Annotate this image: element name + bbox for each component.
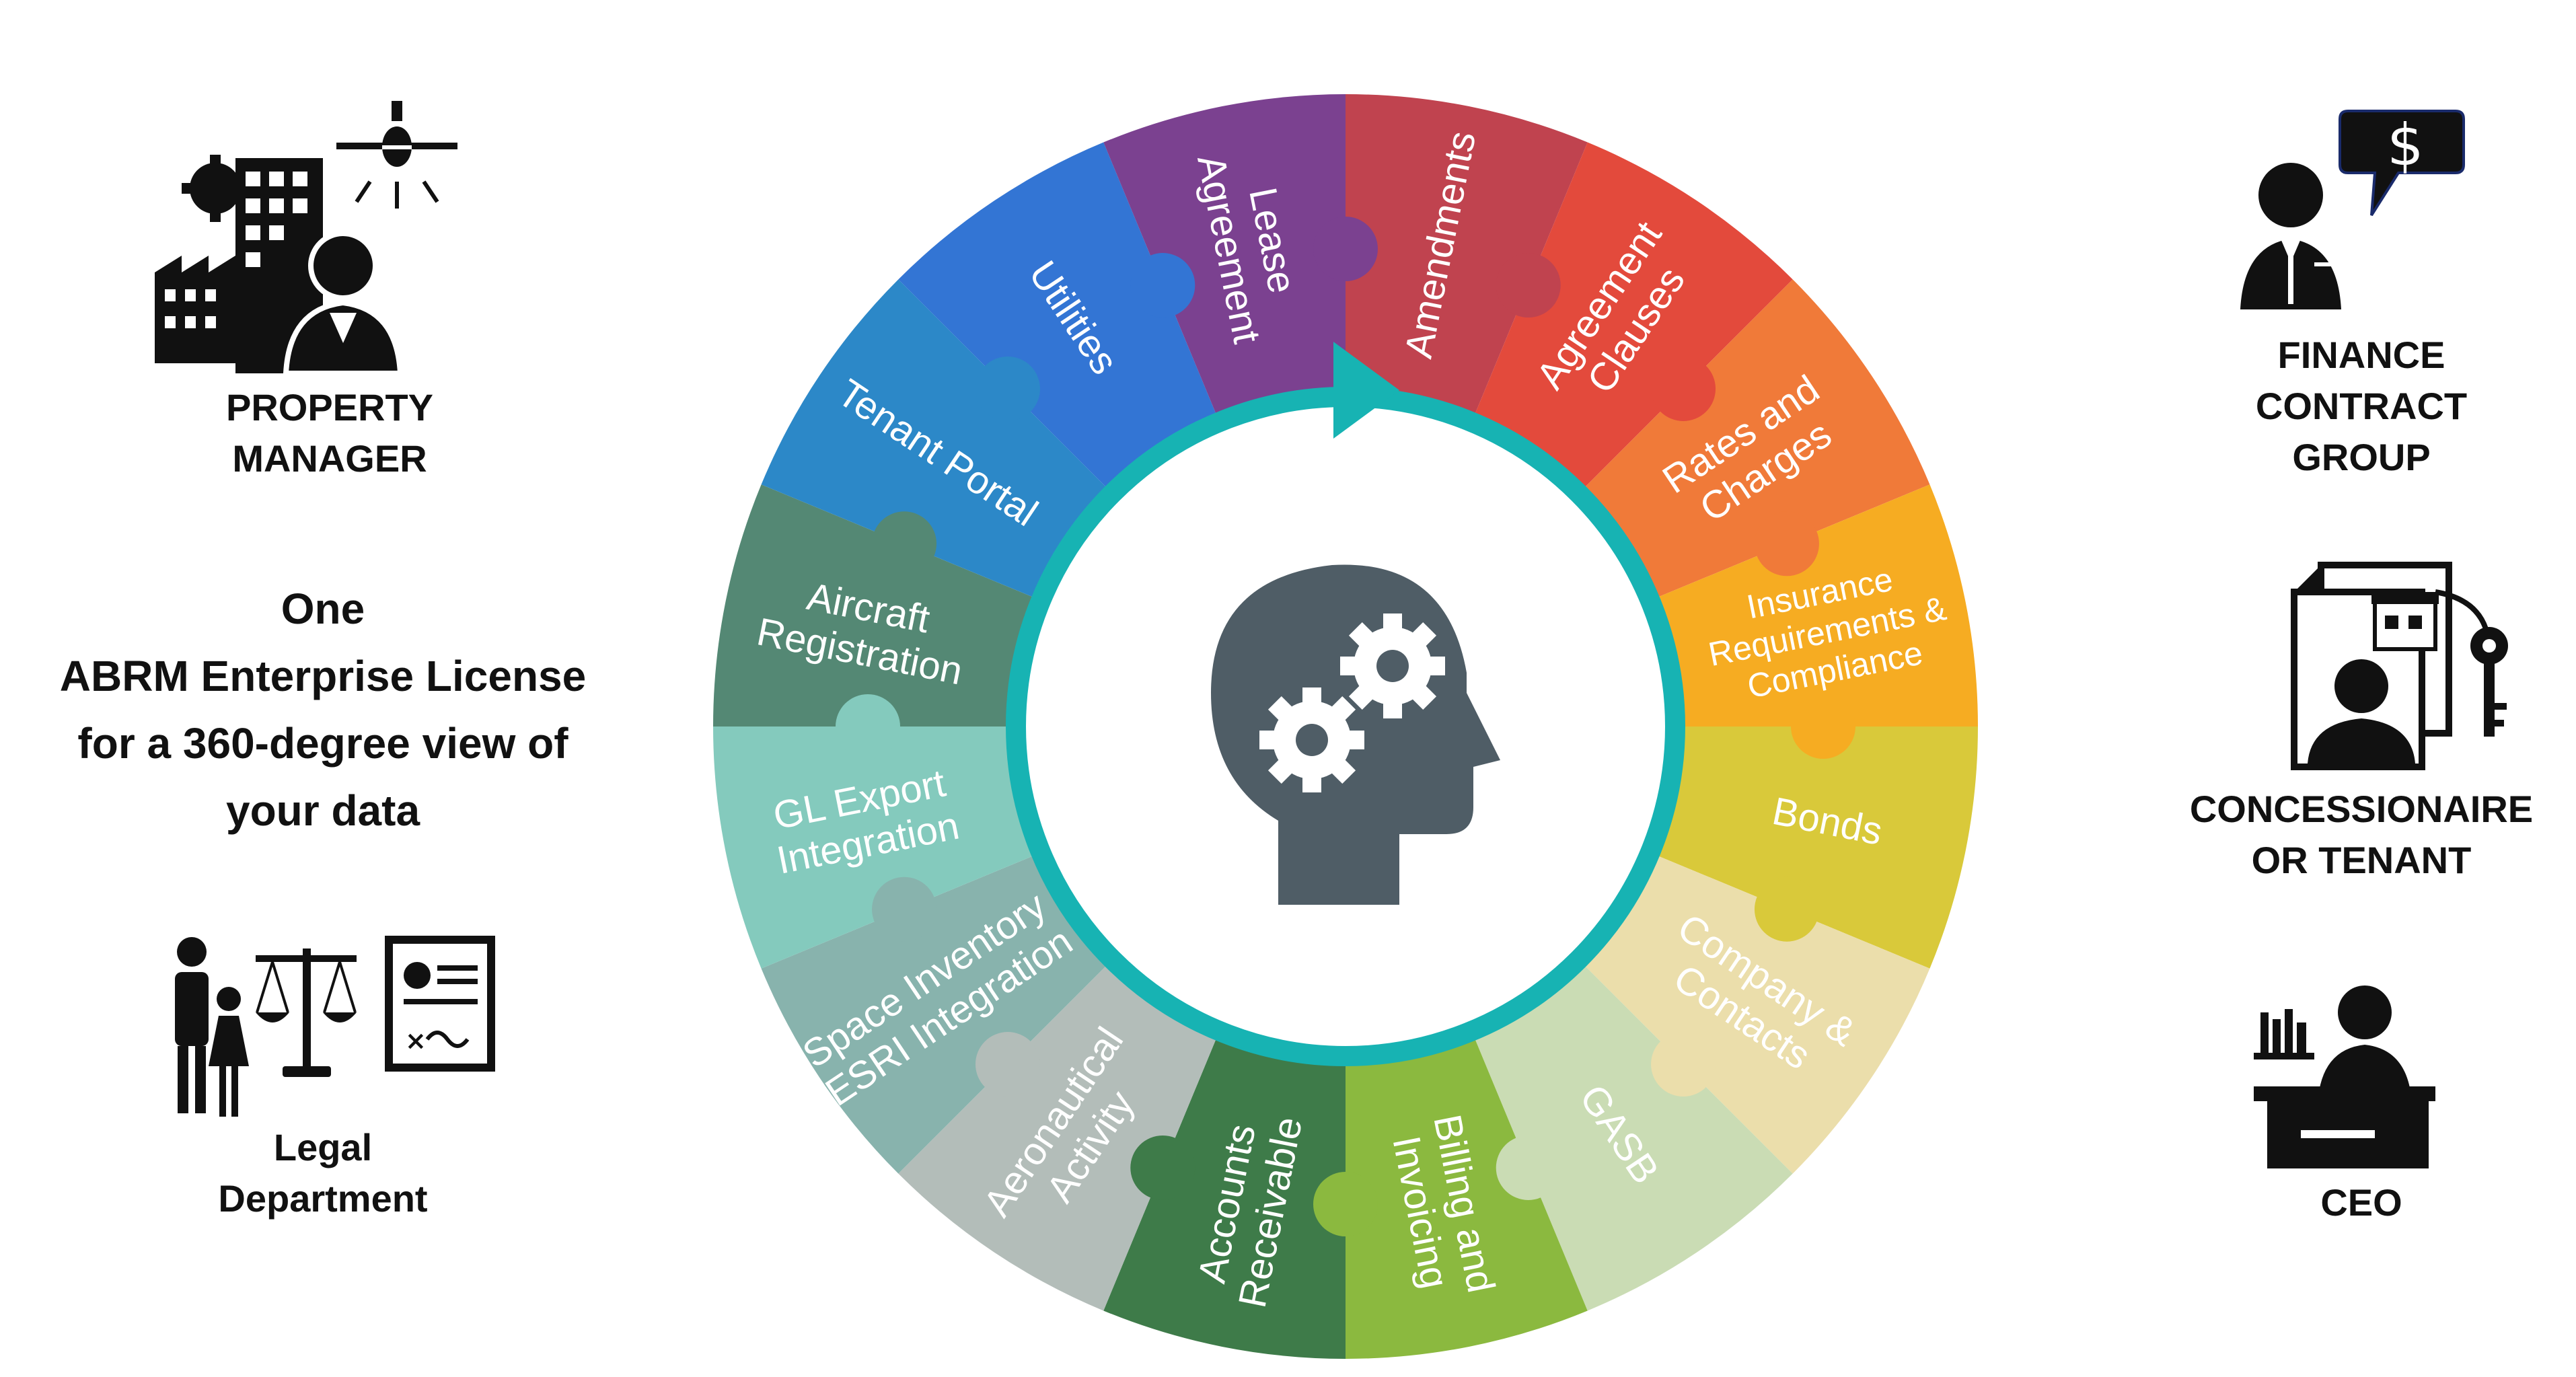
wheel-segment — [1574, 850, 1930, 1174]
puzzle-tab — [1313, 217, 1378, 281]
puzzle-tab — [1651, 1032, 1716, 1097]
brain-gears-head-icon — [1211, 564, 1500, 905]
wheel-segment — [1103, 1025, 1346, 1359]
wheel-segment — [1644, 727, 1978, 969]
legal-department-icon: × — [175, 936, 495, 1117]
wheel-segment — [1103, 94, 1346, 429]
ceo-label: CEO — [2320, 1181, 2402, 1224]
wheel-segment-label: InsuranceRequirements &Compliance — [1698, 551, 1957, 712]
svg-text:$: $ — [2387, 112, 2424, 179]
puzzle-tab — [1496, 253, 1561, 318]
wheel-segment — [761, 850, 1117, 1174]
puzzle-tab — [1754, 511, 1819, 576]
puzzle-tab — [975, 1032, 1040, 1097]
wheel-segment — [1644, 484, 1978, 727]
puzzle-tab — [1651, 356, 1716, 421]
concessionaire-tenant-icon — [2291, 562, 2508, 770]
puzzle-tab — [1130, 253, 1195, 318]
wheel-segment — [713, 484, 1047, 727]
finance-contract-group-icon: $ — [2240, 110, 2465, 309]
headline: One ABRM Enterprise License for a 360-de… — [59, 585, 587, 835]
finance-contract-group-label: FINANCE CONTRACT GROUP — [2255, 334, 2468, 478]
wheel-segment — [1346, 94, 1588, 429]
concessionaire-tenant-label: CONCESSIONAIRE OR TENANT — [2189, 788, 2534, 881]
puzzle-tab — [1130, 1135, 1195, 1200]
ceo-icon — [2254, 985, 2435, 1168]
cycle-arrow — [1333, 342, 1399, 439]
wheel-segment — [898, 142, 1222, 498]
puzzle-tab — [1791, 694, 1855, 759]
puzzle-tab — [872, 511, 937, 576]
property-manager-label: PROPERTY MANAGER — [225, 386, 434, 480]
puzzle-tab — [1313, 1172, 1378, 1236]
puzzle-tab — [975, 356, 1040, 421]
property-manager-icon — [155, 101, 457, 376]
wheel-segment — [1469, 142, 1793, 498]
svg-text:×: × — [405, 1026, 427, 1055]
wheel-segment — [1574, 279, 1930, 603]
wheel-segment — [1469, 955, 1793, 1311]
wheel-segment — [761, 279, 1117, 603]
puzzle-tab — [872, 877, 937, 942]
wheel-segment — [1346, 1025, 1588, 1359]
legal-department-label: Legal Department — [218, 1126, 428, 1220]
puzzle-tab — [836, 694, 900, 759]
puzzle-tab — [1496, 1135, 1561, 1200]
puzzle-tab — [1754, 877, 1819, 942]
wheel-segment — [898, 955, 1222, 1311]
wheel-segment — [713, 727, 1047, 969]
